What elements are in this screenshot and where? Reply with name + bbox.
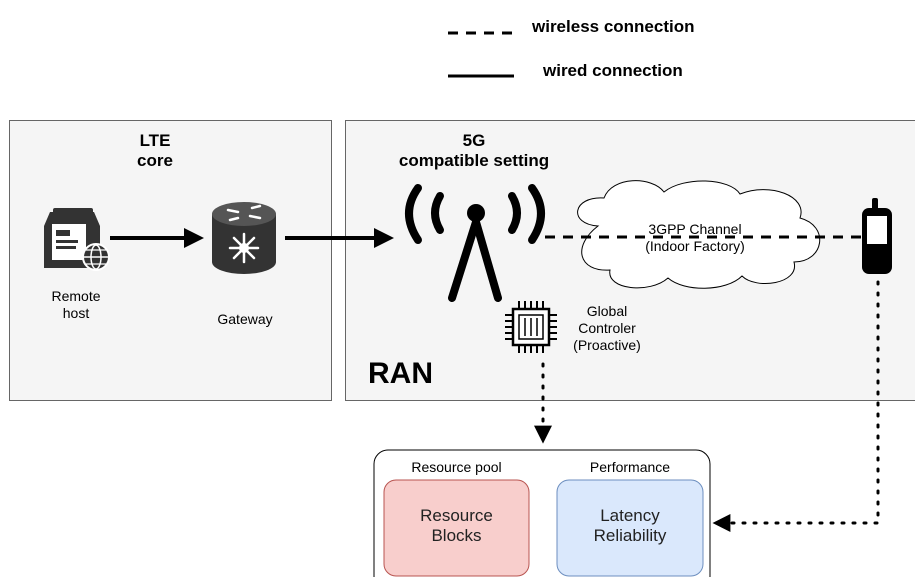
ran-setting-title: 5G compatible setting [398, 131, 550, 171]
lte-core-title: LTE core [137, 131, 173, 171]
mobile-phone-icon [862, 198, 892, 274]
channel-label: 3GPP Channel (Indoor Factory) [645, 221, 745, 254]
resource-blocks-label: Resource Blocks [420, 506, 493, 546]
feedback-link-phone-performance [712, 280, 880, 532]
legend-wireless-label: wireless connection [532, 17, 695, 36]
performance-label: Performance [589, 459, 671, 475]
performance-box [556, 479, 704, 577]
server-globe-icon [44, 208, 110, 271]
remote-host-label: Remote host [51, 288, 101, 321]
ran-label: RAN [368, 357, 433, 390]
channel-cloud [577, 180, 820, 289]
resource-pool-label: Resource pool [411, 459, 502, 475]
controller-label: Global Controler (Proactive) [573, 303, 641, 353]
legend-wired-label: wired connection [543, 61, 683, 80]
router-icon [212, 202, 276, 274]
antenna-icon [405, 184, 545, 302]
chip-icon [505, 301, 557, 353]
latency-reliability-label: Latency Reliability [593, 506, 667, 546]
resource-blocks-box [383, 479, 530, 577]
gateway-label: Gateway [217, 311, 273, 327]
